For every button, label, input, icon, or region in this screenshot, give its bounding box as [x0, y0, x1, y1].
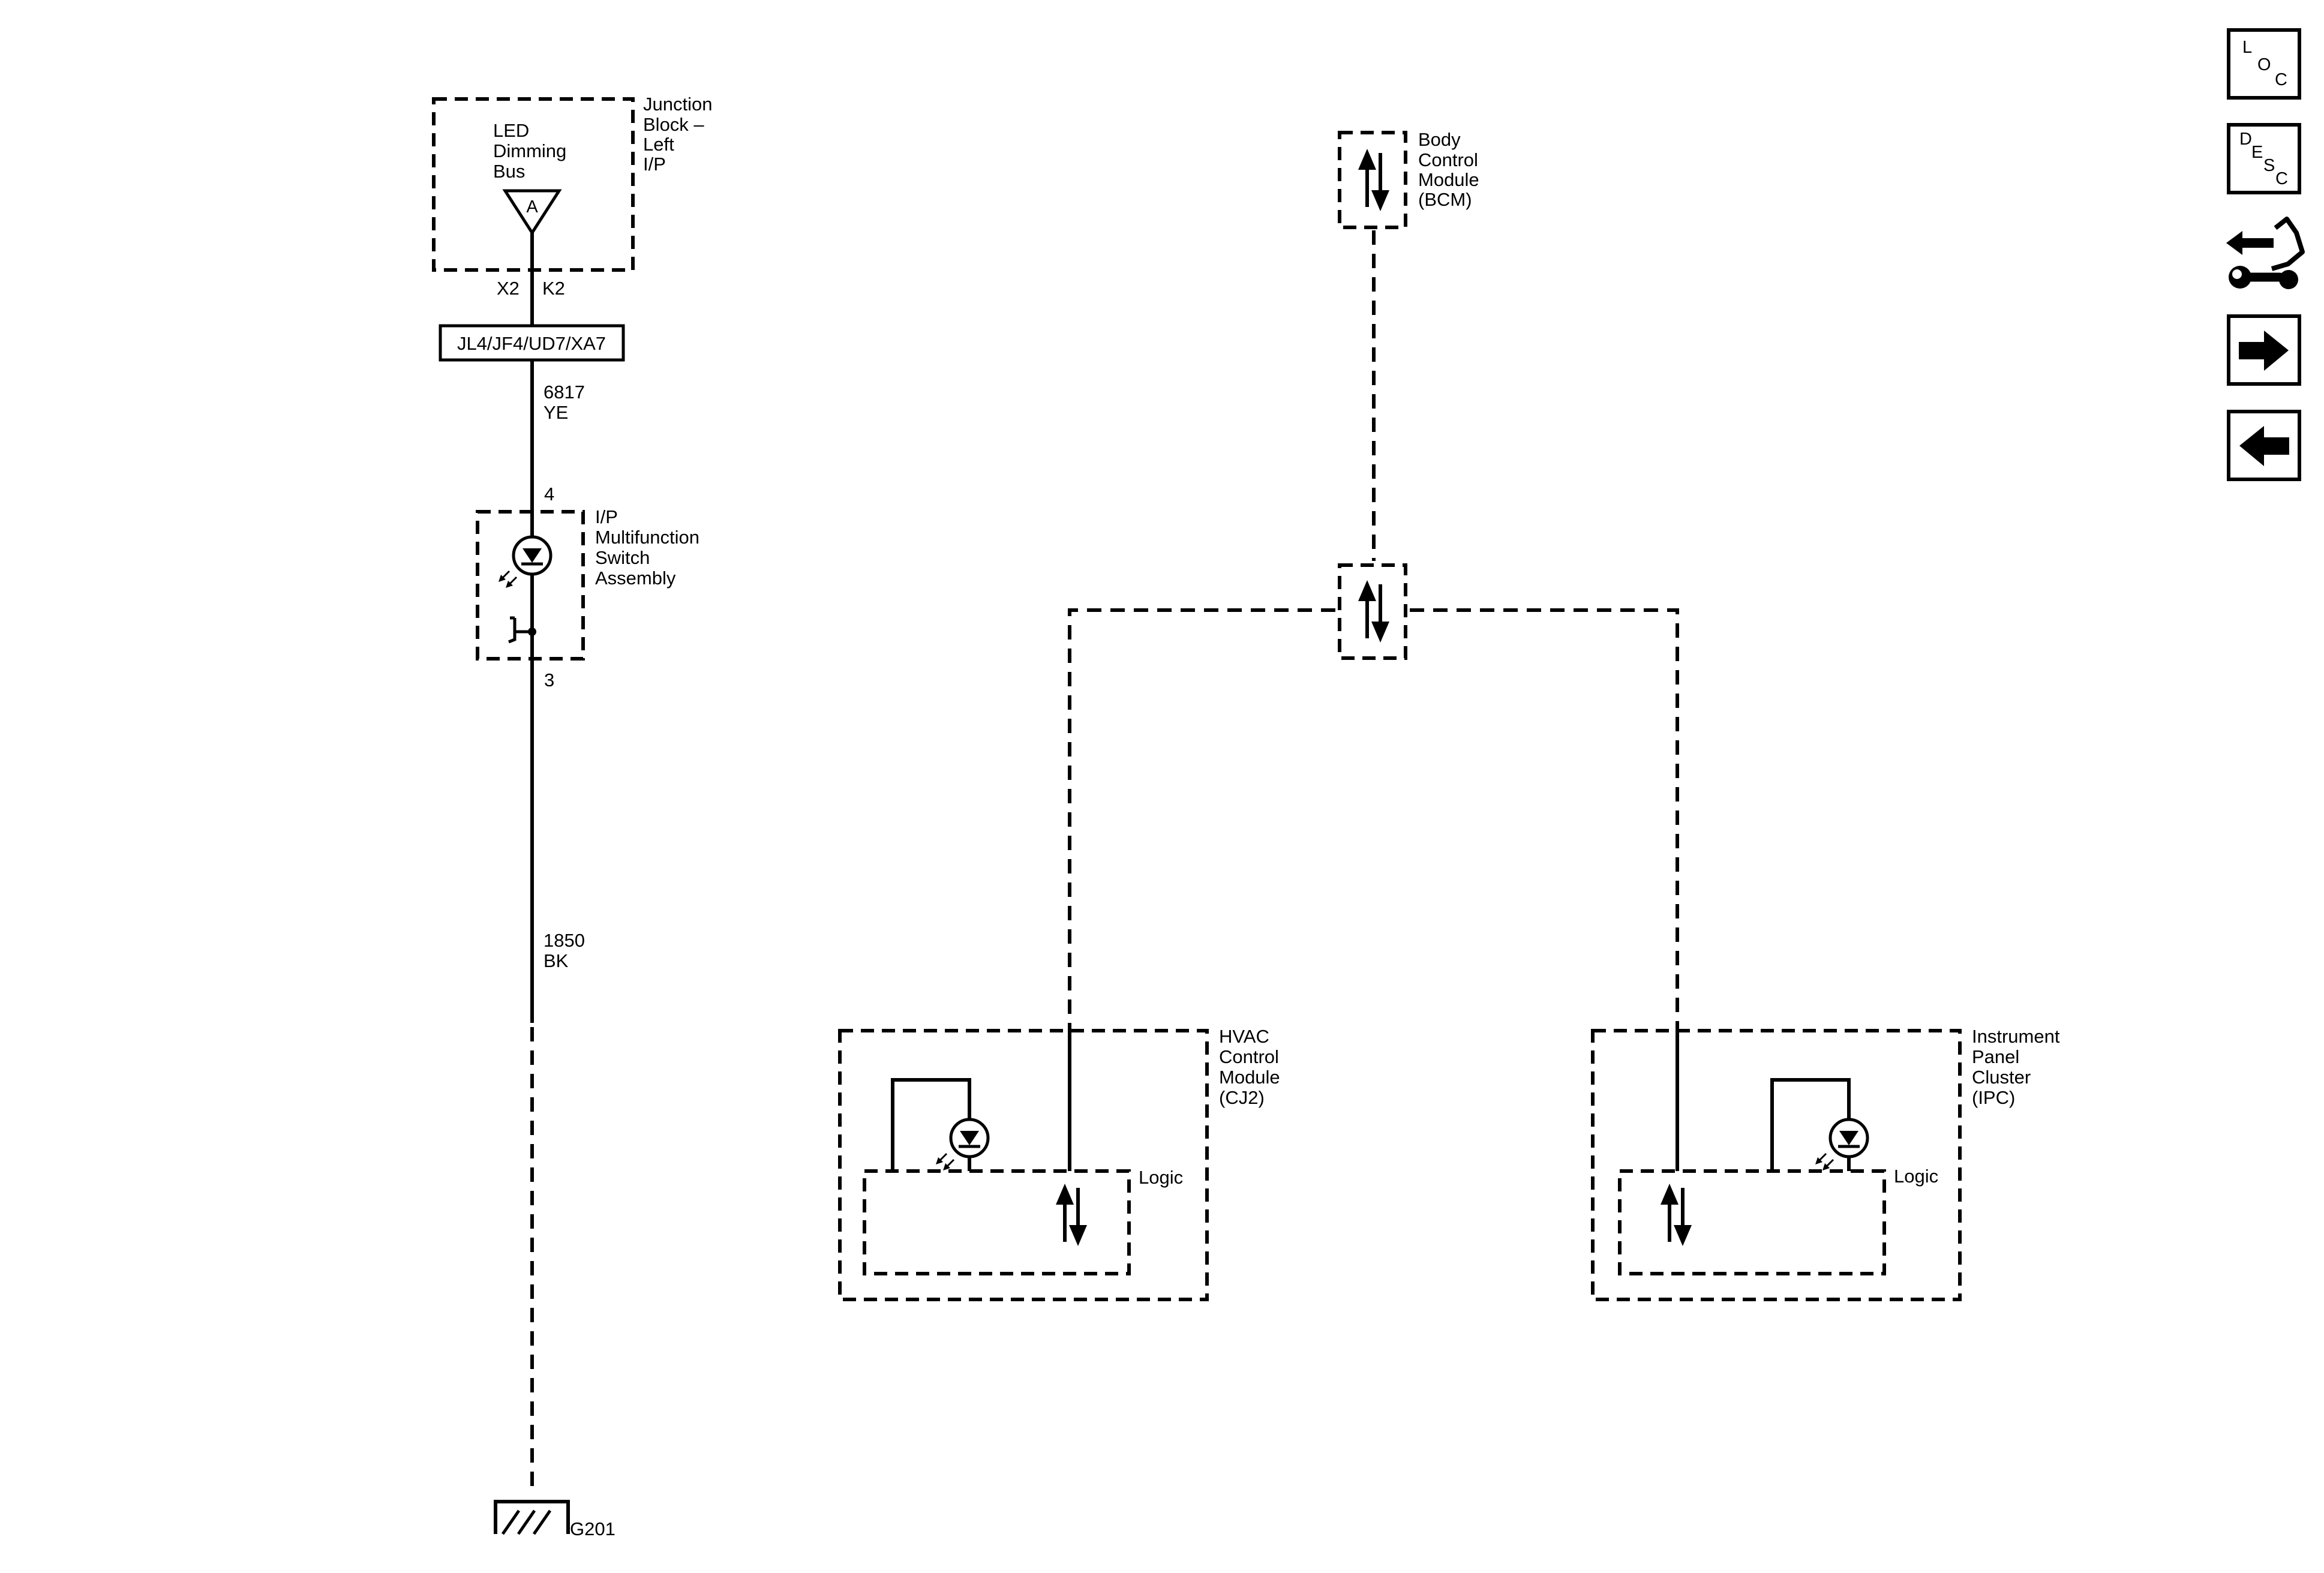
junction-block-left-ip: Junction Block – Left I/P LED Dimming Bu…	[432, 94, 712, 272]
splice-serial-data-arrows-icon	[1358, 580, 1389, 643]
junction-block-name-line: I/P	[643, 154, 666, 175]
bcm-name-line: Module	[1418, 169, 1479, 190]
bus-terminal-triangle	[502, 189, 562, 236]
connector-wrench-icon[interactable]	[2226, 217, 2305, 289]
arrow-right-icon	[2239, 331, 2289, 371]
junction-block-name-line: Block –	[643, 114, 704, 135]
switch-pin-top: 4	[544, 484, 554, 505]
option-codes-box: JL4/JF4/UD7/XA7	[439, 324, 625, 362]
ipc-name-line: Cluster	[1972, 1067, 2031, 1088]
ground-label: G201	[570, 1518, 615, 1539]
hvac-serial-data-arrows-icon	[1056, 1184, 1087, 1246]
wire-color: YE	[544, 402, 568, 423]
desc-letter: S	[2263, 156, 2275, 175]
hvac-name-line: HVAC	[1219, 1026, 1269, 1047]
ipc-module-outline	[1591, 1029, 1962, 1301]
switch-name-line: Multifunction	[595, 527, 699, 548]
bus-label-line: Bus	[493, 161, 525, 182]
ipc-name-line: (IPC)	[1972, 1087, 2015, 1108]
loc-letter: O	[2257, 55, 2271, 74]
loc-button[interactable]: L O C	[2227, 28, 2301, 100]
connector-k2-label: K2	[542, 278, 565, 299]
arrow-left-icon	[2239, 426, 2289, 466]
connector-x2-label: X2	[497, 278, 520, 299]
desc-button[interactable]: D E S C	[2227, 123, 2301, 194]
hvac-name-line: (CJ2)	[1219, 1087, 1265, 1108]
hvac-control-module: HVAC Control Module (CJ2) Logic	[838, 1026, 1280, 1301]
bcm-serial-data-arrows-icon	[1358, 149, 1389, 211]
bus-label-line: Dimming	[493, 140, 566, 161]
bcm-name-line: (BCM)	[1418, 189, 1472, 210]
bcm-name-line: Body	[1418, 129, 1461, 150]
instrument-panel-cluster: Instrument Panel Cluster (IPC) Logic	[1591, 1026, 2060, 1301]
switch-led-icon	[499, 537, 551, 588]
ipc-name-line: Panel	[1972, 1046, 2019, 1067]
switch-name-line: Switch	[595, 547, 650, 568]
ipc-logic-outline	[1618, 1169, 1886, 1275]
ipc-backlight-led-icon	[1815, 1119, 1867, 1170]
desc-letter: C	[2275, 169, 2288, 188]
serial-data-line-hvac	[1068, 608, 1335, 1029]
ground-icon	[494, 1500, 570, 1534]
desc-letter: D	[2239, 130, 2252, 149]
bus-terminal-label: A	[526, 197, 538, 217]
hvac-backlight-led-icon	[936, 1119, 988, 1170]
arrow-right-button[interactable]	[2227, 314, 2301, 386]
switch-name-line: I/P	[595, 506, 618, 527]
loc-letter: L	[2242, 38, 2252, 57]
junction-block-name-line: Left	[643, 134, 674, 155]
bcm-name-line: Control	[1418, 149, 1478, 170]
switch-name-line: Assembly	[595, 568, 676, 589]
serial-data-splice	[1338, 563, 1407, 660]
body-control-module: Body Control Module (BCM)	[1338, 129, 1479, 229]
hvac-logic-outline	[863, 1169, 1131, 1275]
switch-outline	[476, 510, 585, 661]
ipc-logic-label: Logic	[1894, 1166, 1938, 1187]
switch-pin-bottom: 3	[544, 670, 554, 691]
serial-data-line-ipc	[1410, 608, 1679, 1029]
option-codes-label: JL4/JF4/UD7/XA7	[457, 333, 606, 354]
hvac-logic-label: Logic	[1139, 1167, 1183, 1188]
junction-block-name-line: Junction	[643, 94, 712, 115]
ip-multifunction-switch: I/P Multifunction Switch Assembly	[476, 506, 699, 661]
ground-g201: G201	[494, 1500, 615, 1539]
ipc-serial-data-arrows-icon	[1661, 1184, 1692, 1246]
desc-letter: E	[2251, 143, 2263, 162]
bus-label-line: LED	[493, 120, 529, 141]
bcm-outline	[1338, 131, 1407, 229]
hvac-module-outline	[838, 1029, 1209, 1301]
hvac-name-line: Module	[1219, 1067, 1280, 1088]
wire-circuit-number: 6817	[544, 382, 585, 403]
arrow-left-button[interactable]	[2227, 410, 2301, 481]
hvac-name-line: Control	[1219, 1046, 1279, 1067]
switch-contact-icon	[508, 616, 532, 644]
ipc-name-line: Instrument	[1972, 1026, 2060, 1047]
loc-letter: C	[2275, 70, 2287, 89]
wire-circuit-number: 1850	[544, 930, 585, 951]
wire-color: BK	[544, 950, 569, 971]
splice-outline	[1338, 563, 1407, 660]
